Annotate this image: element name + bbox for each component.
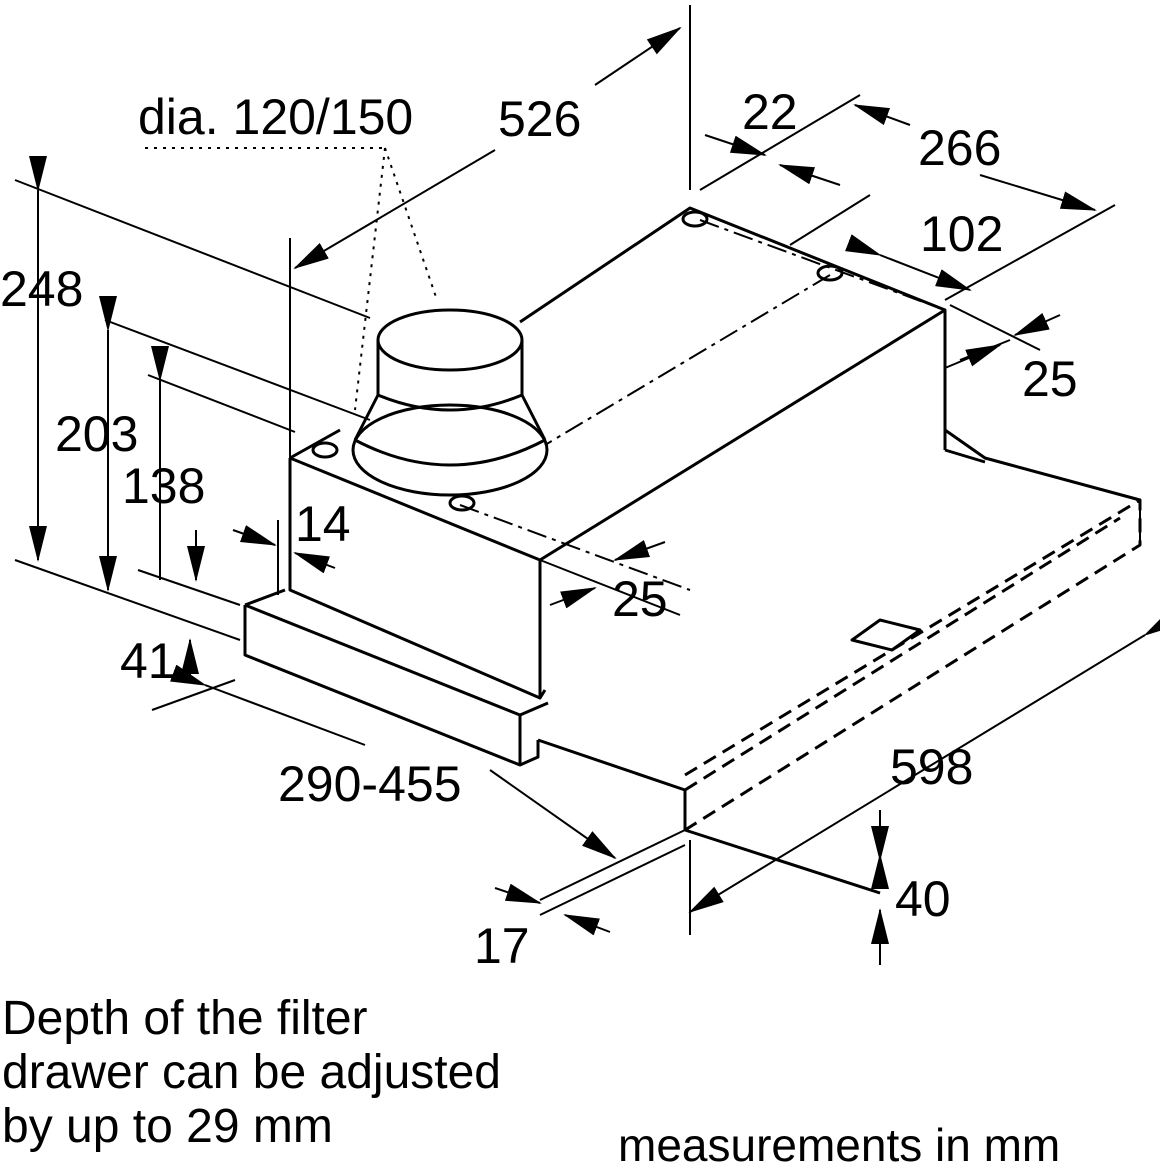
units-label: measurements in mm xyxy=(618,1119,1061,1168)
note-line-1: Depth of the filter xyxy=(2,992,368,1045)
height-138-label: 138 xyxy=(122,458,206,514)
duct-diameter-label: dia. 120/150 xyxy=(138,89,414,145)
adjustment-note: Depth of the filter drawer can be adjust… xyxy=(2,992,501,1154)
note-line-2: drawer can be adjusted xyxy=(2,1046,501,1099)
dim-102-label: 102 xyxy=(920,206,1004,262)
dim-22-label: 22 xyxy=(742,84,798,140)
depth-526-label: 526 xyxy=(498,91,582,147)
dim-25-right-label: 25 xyxy=(1022,351,1078,407)
dim-266-label: 266 xyxy=(918,120,1002,176)
duct-base xyxy=(351,403,549,497)
dim-14-label: 14 xyxy=(295,496,351,552)
drawer-range-label: 290-455 xyxy=(278,756,462,812)
height-248-label: 248 xyxy=(0,261,84,317)
width-598-label: 598 xyxy=(890,739,974,795)
filter-drawer xyxy=(243,588,881,895)
dim-17-label: 17 xyxy=(474,918,530,974)
duct-top xyxy=(376,308,524,372)
dim-40-label: 40 xyxy=(895,871,951,927)
dim-25-front-label: 25 xyxy=(612,571,668,627)
dim-41-label: 41 xyxy=(120,633,176,689)
note-line-3: by up to 29 mm xyxy=(2,1100,333,1153)
height-203-label: 203 xyxy=(55,406,139,462)
